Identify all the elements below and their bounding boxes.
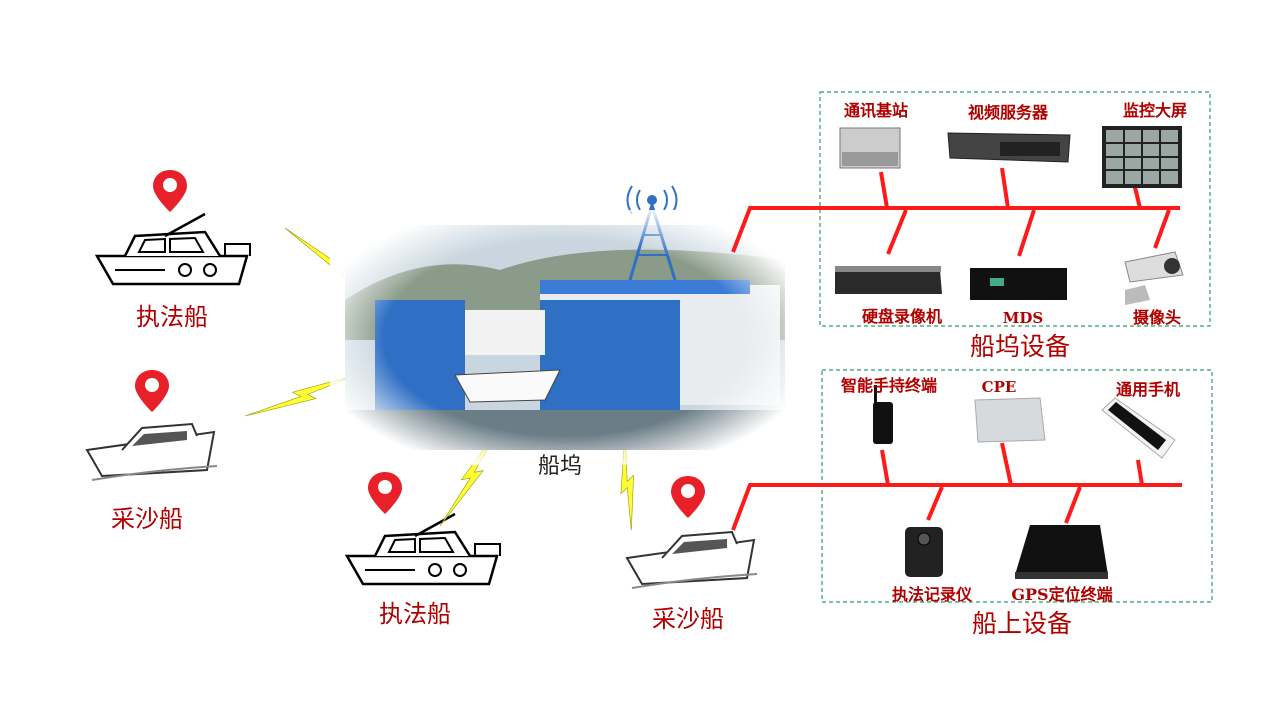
location-pin-icon — [368, 472, 402, 514]
location-pin-icon — [671, 476, 705, 518]
handheld-terminal-device — [873, 385, 893, 444]
boat-sand-1: 采沙船 — [86, 370, 218, 533]
body-camera-device — [905, 527, 943, 577]
gps-terminal-device — [1015, 525, 1108, 579]
ship-equipment-panel: 智能手持终端 CPE 通用手机 执法记录仪 GPS定位终端 船上设备 — [731, 369, 1213, 638]
monitor-wall-device — [1102, 126, 1182, 188]
mds-device — [970, 268, 1067, 300]
antenna-signal-icon — [626, 185, 678, 215]
sand-boat-icon — [626, 531, 758, 589]
device-label: 监控大屏 — [1123, 101, 1187, 120]
dock-label: 船坞 — [538, 454, 582, 479]
device-label: 硬盘录像机 — [862, 307, 942, 326]
ship-equipment-title: 船上设备 — [972, 609, 1072, 638]
device-label: CPE — [982, 378, 1017, 396]
law-boat-icon — [345, 512, 502, 586]
video-server-device — [947, 132, 1071, 163]
cpe-device — [974, 397, 1046, 443]
device-label: GPS定位终端 — [1011, 585, 1112, 604]
mobile-phone-device — [1101, 397, 1176, 459]
dock-equipment-panel: 通讯基站 视频服务器 监控大屏 硬盘录像机 MDS 摄像头 船坞设备 — [731, 91, 1211, 361]
sand-boat-icon — [86, 423, 218, 481]
camera-device — [1124, 251, 1184, 305]
location-pin-icon — [135, 370, 169, 412]
boat-label: 采沙船 — [111, 505, 183, 533]
device-label: MDS — [1003, 309, 1043, 327]
device-label: 视频服务器 — [968, 103, 1049, 122]
device-label: 通用手机 — [1116, 380, 1180, 399]
device-label: 执法记录仪 — [892, 585, 973, 604]
device-label: 摄像头 — [1133, 308, 1181, 327]
device-label: 智能手持终端 — [841, 376, 937, 395]
boat-label: 执法船 — [136, 303, 208, 331]
boat-sand-2: 采沙船 — [626, 476, 758, 633]
dock-equipment-title: 船坞设备 — [970, 332, 1070, 361]
location-pin-icon — [153, 170, 187, 212]
boat-label: 执法船 — [379, 600, 451, 628]
device-label: 通讯基站 — [844, 101, 908, 120]
boat-label: 采沙船 — [652, 605, 724, 633]
nvr-device — [835, 266, 942, 294]
boat-law-enforcement-1: 执法船 — [95, 170, 252, 331]
base-station-device — [839, 127, 901, 169]
boat-law-enforcement-2: 执法船 — [345, 472, 502, 628]
law-boat-icon — [95, 212, 252, 286]
dock-photo: 船坞 — [330, 185, 800, 479]
